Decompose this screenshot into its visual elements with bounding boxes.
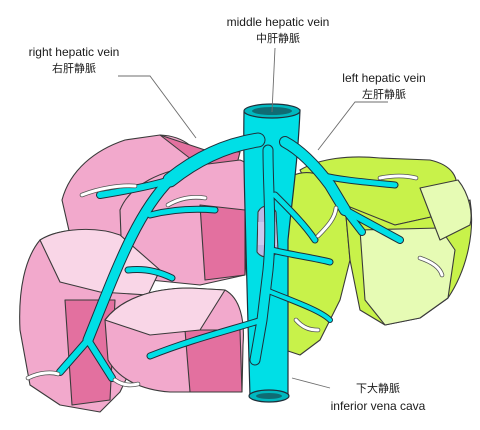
right-hepatic-vein-leader — [118, 75, 197, 139]
left-hepatic-vein-branch — [272, 192, 318, 243]
label-middle-hepatic-vein: middle hepatic vein 中肝静脈 — [227, 15, 330, 45]
middle-hepatic-vein-leader — [271, 47, 276, 113]
ivc-bottom-lumen — [256, 393, 282, 399]
leader-lines — [118, 47, 388, 389]
middle-hepatic-vein-branch — [264, 288, 332, 322]
left-hepatic-vein-leader — [317, 101, 388, 151]
right-lobe-front-light — [104, 287, 226, 336]
right-lobe-middle-cut — [199, 204, 246, 281]
label-right-hepatic-vein-en: right hepatic vein — [29, 45, 120, 59]
label-middle-hepatic-vein-cn: 中肝静脈 — [256, 31, 300, 45]
label-inferior-vena-cava-cn: 下大静脈 — [356, 381, 400, 395]
label-inferior-vena-cava-en: inferior vena cava — [331, 399, 426, 413]
left-lobe-tip-face — [419, 179, 472, 241]
label-right-hepatic-vein-cn: 右肝静脈 — [52, 61, 96, 75]
right-hepatic-vein-branch — [125, 267, 175, 281]
label-left-hepatic-vein: left hepatic vein 左肝静脈 — [342, 71, 425, 101]
middle-hepatic-vein — [250, 145, 275, 365]
left-hepatic-vein-branch — [269, 247, 333, 265]
left-hepatic-vein — [280, 137, 350, 215]
left-hepatic-vein-branch — [342, 207, 403, 243]
hepatic-veins — [57, 133, 403, 381]
lobe-fissures — [25, 173, 445, 388]
label-right-hepatic-vein: right hepatic vein 右肝静脈 — [29, 45, 120, 75]
label-left-hepatic-vein-cn: 左肝静脈 — [362, 87, 406, 101]
right-hepatic-vein — [163, 133, 265, 187]
right-hepatic-vein-branch — [57, 337, 115, 381]
middle-hepatic-vein-branch — [147, 317, 265, 359]
right-hepatic-vein-branch — [97, 177, 173, 198]
right-liver-lobe — [19, 134, 254, 413]
left-hepatic-vein-branch — [317, 172, 398, 188]
label-inferior-vena-cava: 下大静脈 inferior vena cava — [331, 381, 426, 413]
right-hepatic-vein-branch — [147, 206, 218, 218]
right-hepatic-vein-trunk — [83, 175, 175, 345]
label-middle-hepatic-vein-en: middle hepatic vein — [227, 15, 330, 29]
label-left-hepatic-vein-en: left hepatic vein — [342, 71, 425, 85]
inferior-vena-cava-leader — [291, 377, 331, 389]
